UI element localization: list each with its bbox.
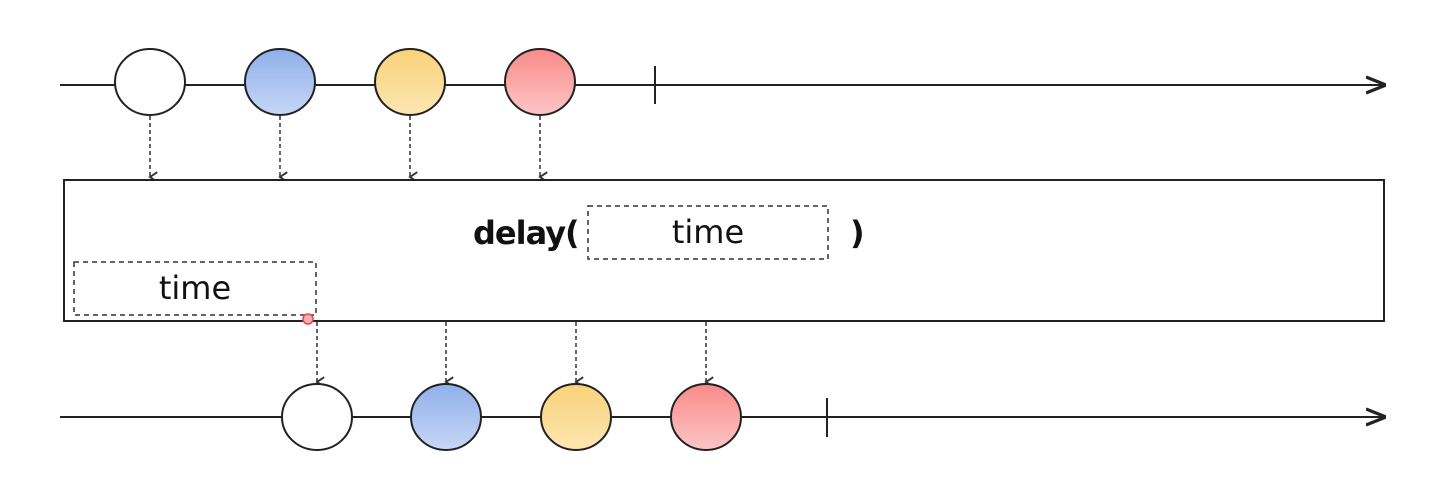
delay-time-label: time xyxy=(159,269,231,307)
operator-param-box xyxy=(587,205,829,260)
source-marble-blue xyxy=(244,48,316,116)
output-marble-red xyxy=(670,383,742,451)
source-marble-white xyxy=(114,48,186,116)
source-marble-yellow xyxy=(374,48,446,116)
delay-time-box xyxy=(73,261,317,316)
operator-box xyxy=(63,179,1385,322)
output-marble-white xyxy=(281,383,353,451)
operator-close-paren: ) xyxy=(850,214,864,252)
output-marble-blue xyxy=(410,383,482,451)
pointer-dot xyxy=(302,313,314,325)
source-marble-red xyxy=(504,48,576,116)
output-marble-yellow xyxy=(540,383,612,451)
operator-param: time xyxy=(672,213,744,251)
operator-name: delay( xyxy=(473,214,579,252)
